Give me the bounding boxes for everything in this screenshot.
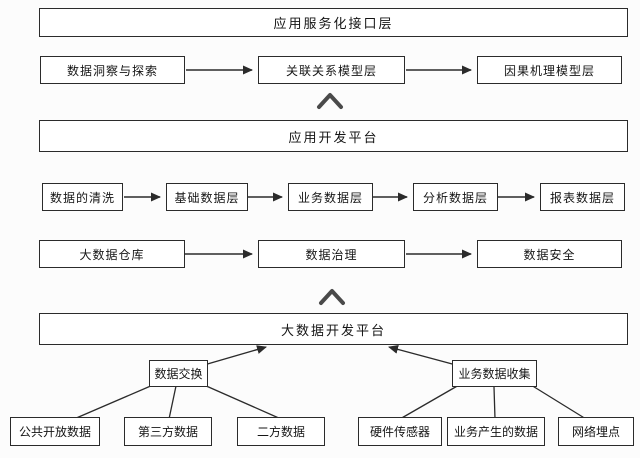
box-causal-model-layer: 因果机理模型层 (477, 56, 622, 84)
box-data-security: 数据安全 (477, 240, 622, 268)
box-association-model-layer: 关联关系模型层 (258, 56, 405, 84)
box-data-cleaning: 数据的清洗 (42, 183, 123, 211)
box-data-governance: 数据治理 (258, 240, 405, 268)
box-app-service-interface-layer: 应用服务化接口层 (39, 8, 628, 37)
box-web-tracking-points: 网络埋点 (558, 417, 634, 446)
line-exchange-to-public (73, 384, 154, 420)
box-business-data-layer: 业务数据层 (288, 183, 373, 211)
line-collect-to-sensor (399, 384, 460, 420)
box-hardware-sensor: 硬件传感器 (358, 417, 442, 446)
box-report-data-layer: 报表数据层 (540, 183, 625, 211)
box-data-exchange: 数据交换 (149, 360, 208, 387)
arrow-exchange-to-platform (203, 345, 267, 366)
box-business-data-collection: 业务数据收集 (452, 360, 537, 387)
box-analysis-data-layer: 分析数据层 (413, 183, 498, 211)
arrow-collect-to-platform (388, 344, 457, 366)
caret-up-icon (319, 289, 345, 305)
box-third-party-data: 第三方数据 (124, 417, 212, 446)
box-bigdata-dev-platform: 大数据开发平台 (39, 313, 628, 345)
box-data-insight-exploration: 数据洞察与探索 (40, 56, 185, 84)
caret-up-icon (317, 93, 343, 109)
box-base-data-layer: 基础数据层 (166, 183, 248, 211)
line-exchange-to-thirdparty (168, 385, 177, 420)
box-public-open-data: 公共开放数据 (10, 417, 100, 446)
box-app-dev-platform: 应用开发平台 (39, 120, 628, 152)
line-collect-to-tracking (530, 384, 587, 420)
box-bigdata-warehouse: 大数据仓库 (39, 240, 185, 268)
box-business-generated-data: 业务产生的数据 (447, 417, 545, 446)
line-collect-to-businessdata (493, 386, 496, 420)
line-exchange-to-secondparty (203, 384, 282, 420)
box-second-party-data: 二方数据 (237, 417, 325, 446)
